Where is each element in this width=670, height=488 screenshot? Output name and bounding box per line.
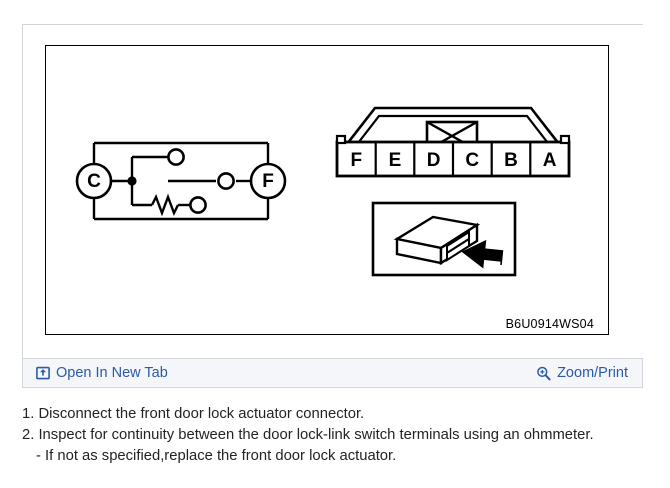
terminal-circle-f-label: F bbox=[262, 171, 274, 192]
image-stage: C F bbox=[23, 25, 644, 358]
instruction-list: 1. Disconnect the front door lock actuat… bbox=[22, 404, 662, 467]
image-viewer-panel: C F bbox=[22, 24, 644, 388]
terminal-circle-c-label: C bbox=[87, 171, 101, 192]
pointer-arrow-icon bbox=[461, 239, 504, 269]
connector-corner-tab-right bbox=[559, 134, 571, 145]
open-in-new-tab-label: Open In New Tab bbox=[56, 365, 168, 381]
connector-terminal-f: F bbox=[350, 150, 362, 171]
connector-terminal-e: E bbox=[389, 150, 402, 171]
figure-code: B6U0914WS04 bbox=[505, 317, 594, 331]
diagram-frame: C F bbox=[45, 45, 609, 335]
viewer-toolbar: Open In New Tab Zoom/Print bbox=[23, 358, 642, 387]
instruction-step-2: 2. Inspect for continuity between the do… bbox=[22, 427, 594, 443]
connector-terminal-c: C bbox=[465, 150, 479, 171]
open-in-new-tab-button[interactable]: Open In New Tab bbox=[35, 365, 168, 381]
connector-terminal-b: B bbox=[504, 150, 518, 171]
zoom-print-button[interactable]: Zoom/Print bbox=[536, 365, 628, 381]
instruction-step-2-note: - If not as specified,replace the front … bbox=[36, 448, 397, 464]
resistor-symbol bbox=[150, 193, 180, 217]
connector-terminal-d: D bbox=[427, 150, 441, 171]
connector-location-inset bbox=[371, 201, 517, 277]
connector-3d-slots bbox=[446, 230, 470, 262]
instruction-step-1: 1. Disconnect the front door lock actuat… bbox=[22, 406, 365, 422]
contact-circle-middle bbox=[217, 172, 235, 190]
zoom-print-label: Zoom/Print bbox=[557, 365, 628, 381]
connector-corner-tab-left bbox=[335, 134, 347, 145]
magnifier-plus-icon bbox=[536, 366, 551, 381]
open-in-new-tab-icon bbox=[35, 366, 50, 381]
contact-circle-upper bbox=[167, 148, 185, 166]
connector-face-diagram: F E D C B A bbox=[335, 106, 571, 178]
circuit-schematic: C F bbox=[75, 141, 287, 221]
junction-dot bbox=[127, 176, 137, 186]
contact-circle-lower bbox=[189, 196, 207, 214]
connector-terminal-a: A bbox=[543, 150, 557, 171]
